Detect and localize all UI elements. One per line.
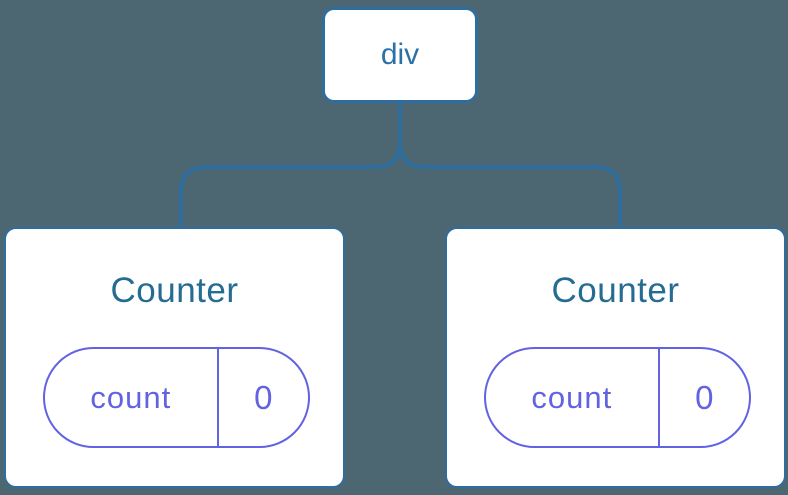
connector-left-branch — [179, 101, 402, 228]
state-key-label: count — [45, 349, 219, 446]
root-node-label: div — [380, 38, 420, 71]
tree-node-div: div — [322, 7, 478, 103]
connector-right-branch — [398, 101, 622, 228]
state-badge: count 0 — [43, 347, 310, 448]
state-badge: count 0 — [484, 347, 751, 448]
state-key-label: count — [486, 349, 660, 446]
state-value-label: 0 — [695, 378, 714, 416]
tree-node-counter-1: Counter count 0 — [4, 227, 345, 488]
state-value-label: 0 — [254, 378, 273, 416]
component-name-label: Counter — [110, 271, 239, 310]
component-name-label: Counter — [551, 271, 680, 310]
tree-node-counter-2: Counter count 0 — [445, 227, 786, 488]
